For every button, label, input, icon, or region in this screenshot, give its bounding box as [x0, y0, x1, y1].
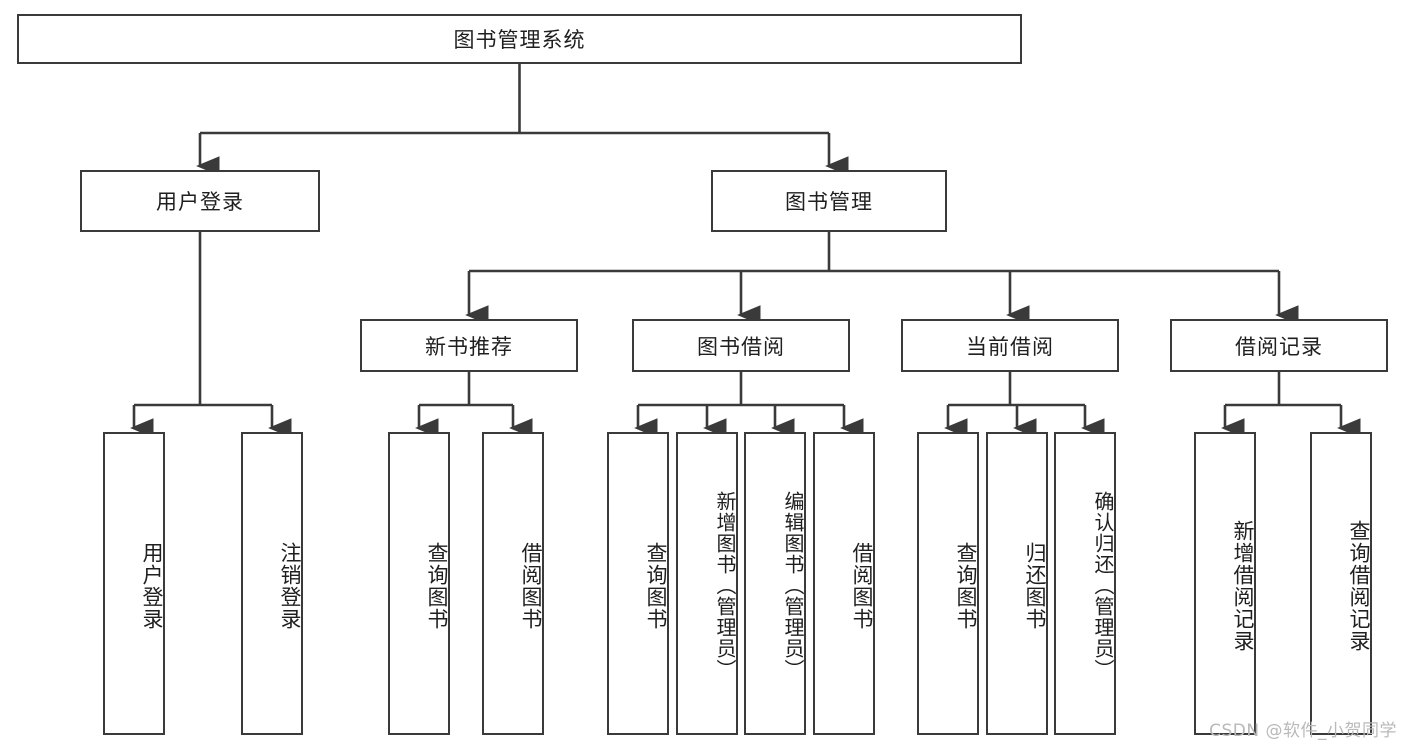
node-leaf-query-book-1[interactable]: 查询图书 — [388, 432, 450, 735]
node-book-management[interactable]: 图书管理 — [711, 170, 947, 232]
node-leaf-query-book-3[interactable]: 查询图书 — [917, 432, 979, 735]
node-label: 归还图书 — [1023, 541, 1047, 630]
node-leaf-logout-login[interactable]: 注销登录 — [241, 432, 303, 735]
node-leaf-borrow-book-1[interactable]: 借阅图书 — [482, 432, 544, 735]
node-label: 查询图书 — [644, 541, 668, 630]
node-borrow-record[interactable]: 借阅记录 — [1170, 319, 1388, 372]
node-label: 确认归还（管理员） — [1091, 491, 1115, 680]
node-label: 图书借阅 — [697, 334, 785, 359]
node-label: 查询借阅记录 — [1347, 519, 1371, 652]
node-leaf-return-book[interactable]: 归还图书 — [986, 432, 1048, 735]
node-label: 图书管理系统 — [453, 28, 586, 52]
node-new-book-recommend[interactable]: 新书推荐 — [360, 319, 578, 372]
node-label: 借阅记录 — [1235, 334, 1323, 359]
watermark-text: CSDN @软件_小贺同学 — [1209, 721, 1397, 741]
node-label: 新增借阅记录 — [1231, 519, 1255, 652]
node-label: 查询图书 — [954, 541, 978, 630]
node-label: 用户登录 — [156, 190, 244, 214]
node-label: 新书推荐 — [425, 334, 513, 359]
node-user-login[interactable]: 用户登录 — [80, 170, 320, 232]
node-leaf-add-book[interactable]: 新增图书（管理员） — [676, 432, 738, 735]
node-root[interactable]: 图书管理系统 — [17, 14, 1022, 64]
node-label: 新增图书（管理员） — [713, 491, 737, 680]
node-label: 借阅图书 — [519, 541, 543, 630]
node-label: 借阅图书 — [850, 541, 874, 630]
node-leaf-user-login[interactable]: 用户登录 — [103, 432, 165, 735]
node-leaf-add-borrow-record[interactable]: 新增借阅记录 — [1194, 432, 1256, 735]
node-leaf-confirm-return[interactable]: 确认归还（管理员） — [1054, 432, 1116, 735]
node-leaf-borrow-book-2[interactable]: 借阅图书 — [813, 432, 875, 735]
node-label: 编辑图书（管理员） — [781, 491, 805, 680]
node-label: 当前借阅 — [966, 334, 1054, 359]
node-leaf-query-book-2[interactable]: 查询图书 — [607, 432, 669, 735]
node-label: 注销登录 — [278, 541, 302, 630]
node-book-borrow[interactable]: 图书借阅 — [632, 319, 850, 372]
node-label: 用户登录 — [140, 541, 164, 630]
node-label: 查询图书 — [425, 541, 449, 630]
node-current-borrow[interactable]: 当前借阅 — [901, 319, 1119, 372]
node-leaf-query-borrow-record[interactable]: 查询借阅记录 — [1310, 432, 1372, 735]
node-label: 图书管理 — [785, 190, 873, 214]
node-leaf-edit-book[interactable]: 编辑图书（管理员） — [744, 432, 806, 735]
